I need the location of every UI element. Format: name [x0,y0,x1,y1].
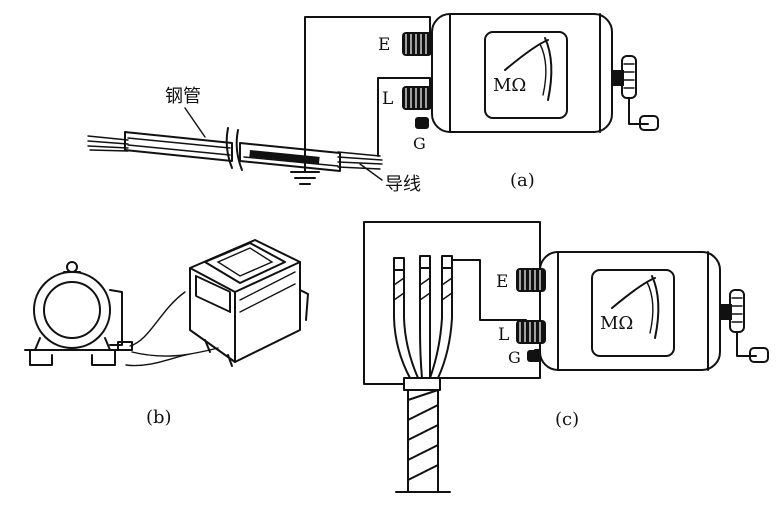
terminal-l-icon [516,320,546,344]
terminal-g-icon [527,350,541,362]
terminal-l-icon [402,86,432,110]
label-terminal-l-a: L [382,89,393,109]
panel-c: MΩ E L G (c) [363,221,769,493]
label-terminal-e-a: E [378,35,390,55]
crank-handle-icon [720,289,769,363]
panel-a-caption: (a) [510,170,535,191]
lead-b-1 [129,291,186,347]
lead-b-3 [125,353,191,367]
steel-pipe [87,127,383,172]
label-terminal-g-a: G [413,134,426,153]
panel-b-caption: (b) [146,407,172,428]
pointer-steel-pipe [184,107,206,138]
label-wire: 导线 [385,174,421,195]
terminal-e-icon [402,32,432,56]
terminal-e-icon [516,268,546,292]
panel-a: MΩ E L [87,13,659,195]
label-terminal-l-c: L [498,325,509,345]
terminal-g-icon [415,117,429,129]
motor-icon [24,261,133,366]
meter-scale-label-c: MΩ [600,313,633,334]
panel-b: (b) [24,239,309,428]
label-terminal-e-c: E [496,272,508,292]
dial-window [484,31,568,119]
megger-meter-b [189,239,309,367]
panel-c-caption: (c) [555,409,579,430]
label-steel-pipe: 钢管 [165,86,201,107]
crank-handle-icon [612,55,659,131]
megger-meter-c: MΩ [516,251,769,371]
pointer-wire [359,163,383,181]
dial-window-c [591,269,675,357]
meter-scale-label: MΩ [493,75,526,96]
cable-icon [393,255,453,493]
ground-icon [290,156,320,185]
megger-meter-a: MΩ [402,13,659,133]
lead-b-2 [131,347,219,357]
label-terminal-g-c: G [508,348,521,367]
